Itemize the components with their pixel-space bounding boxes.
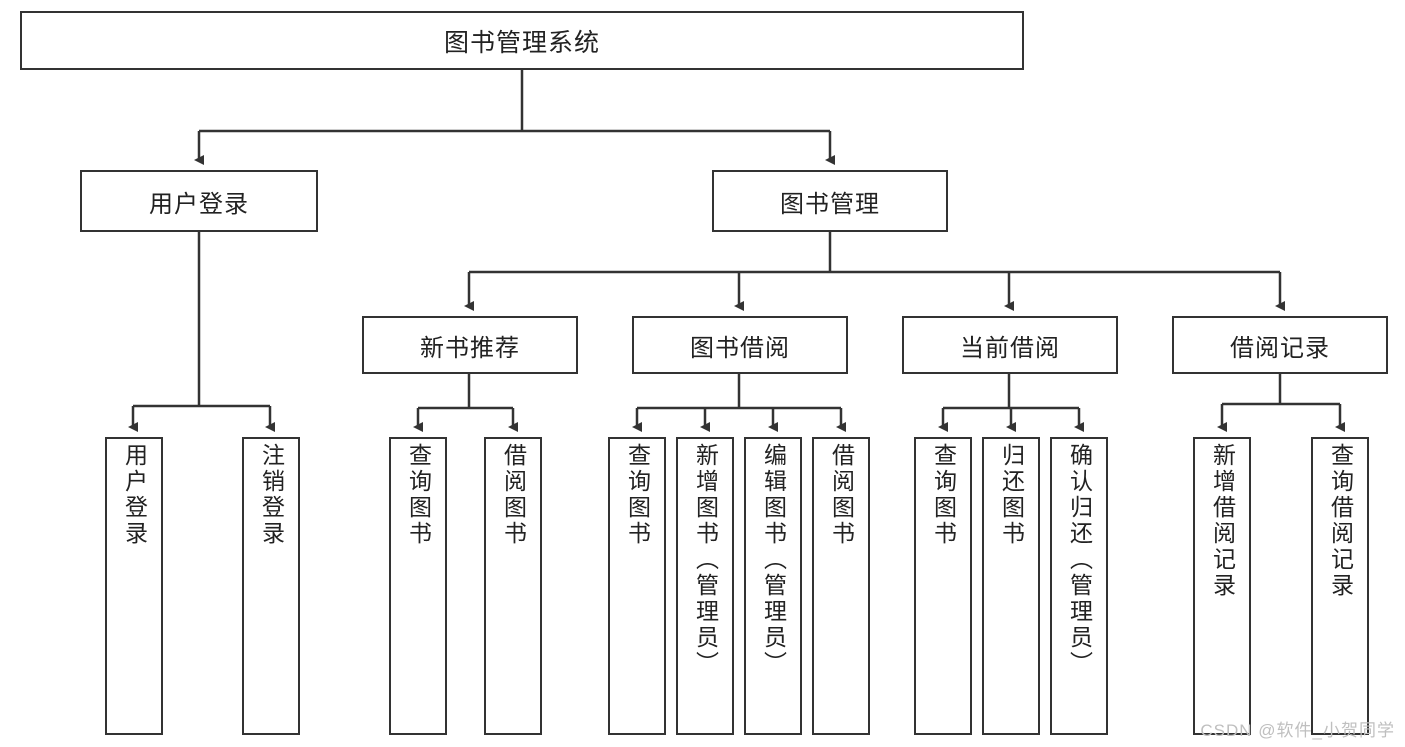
node-label: 查询图书 [624, 443, 651, 547]
node-borrow-records[interactable]: 借阅记录 [1172, 316, 1388, 374]
leaf-current-borrow-confirm-return-admin[interactable]: 确认归还（管理员） [1050, 437, 1108, 735]
node-label: 注销登录 [258, 443, 285, 547]
node-label: 借阅记录 [1230, 334, 1330, 362]
node-label: 图书管理 [780, 190, 880, 218]
node-label: 图书管理系统 [443, 28, 600, 57]
node-label: 用户登录 [149, 190, 249, 218]
node-label: 查询借阅记录 [1327, 443, 1354, 599]
node-label: 确认归还（管理员） [1066, 443, 1093, 677]
leaf-book-borrow-edit-book-admin[interactable]: 编辑图书（管理员） [744, 437, 802, 735]
node-label: 新书推荐 [420, 334, 520, 362]
leaf-user-login-login[interactable]: 用户登录 [105, 437, 163, 735]
node-book-management[interactable]: 图书管理 [712, 170, 948, 232]
node-label: 借阅图书 [828, 443, 855, 547]
node-user-login[interactable]: 用户登录 [80, 170, 318, 232]
leaf-new-book-query-books[interactable]: 查询图书 [389, 437, 447, 735]
leaf-user-login-logout[interactable]: 注销登录 [242, 437, 300, 735]
leaf-book-borrow-borrow-books[interactable]: 借阅图书 [812, 437, 870, 735]
leaf-book-borrow-add-book-admin[interactable]: 新增图书（管理员） [676, 437, 734, 735]
node-new-book-recommend[interactable]: 新书推荐 [362, 316, 578, 374]
csdn-watermark: CSDN @软件_小贺同学 [1200, 721, 1395, 740]
node-label: 编辑图书（管理员） [760, 443, 787, 677]
node-label: 查询图书 [405, 443, 432, 547]
node-label: 用户登录 [121, 443, 148, 547]
node-label: 当前借阅 [960, 334, 1060, 362]
node-label: 借阅图书 [500, 443, 527, 547]
leaf-book-borrow-query-books[interactable]: 查询图书 [608, 437, 666, 735]
node-label: 新增借阅记录 [1209, 443, 1236, 599]
node-root-book-management-system[interactable]: 图书管理系统 [20, 11, 1024, 70]
node-label: 归还图书 [998, 443, 1025, 547]
node-current-borrow[interactable]: 当前借阅 [902, 316, 1118, 374]
leaf-current-borrow-query-books[interactable]: 查询图书 [914, 437, 972, 735]
leaf-current-borrow-return-books[interactable]: 归还图书 [982, 437, 1040, 735]
node-label: 图书借阅 [690, 334, 790, 362]
node-label: 查询图书 [930, 443, 957, 547]
node-book-borrow[interactable]: 图书借阅 [632, 316, 848, 374]
node-label: 新增图书（管理员） [692, 443, 719, 677]
leaf-borrow-records-query-record[interactable]: 查询借阅记录 [1311, 437, 1369, 735]
leaf-new-book-borrow-books[interactable]: 借阅图书 [484, 437, 542, 735]
leaf-borrow-records-add-record[interactable]: 新增借阅记录 [1193, 437, 1251, 735]
